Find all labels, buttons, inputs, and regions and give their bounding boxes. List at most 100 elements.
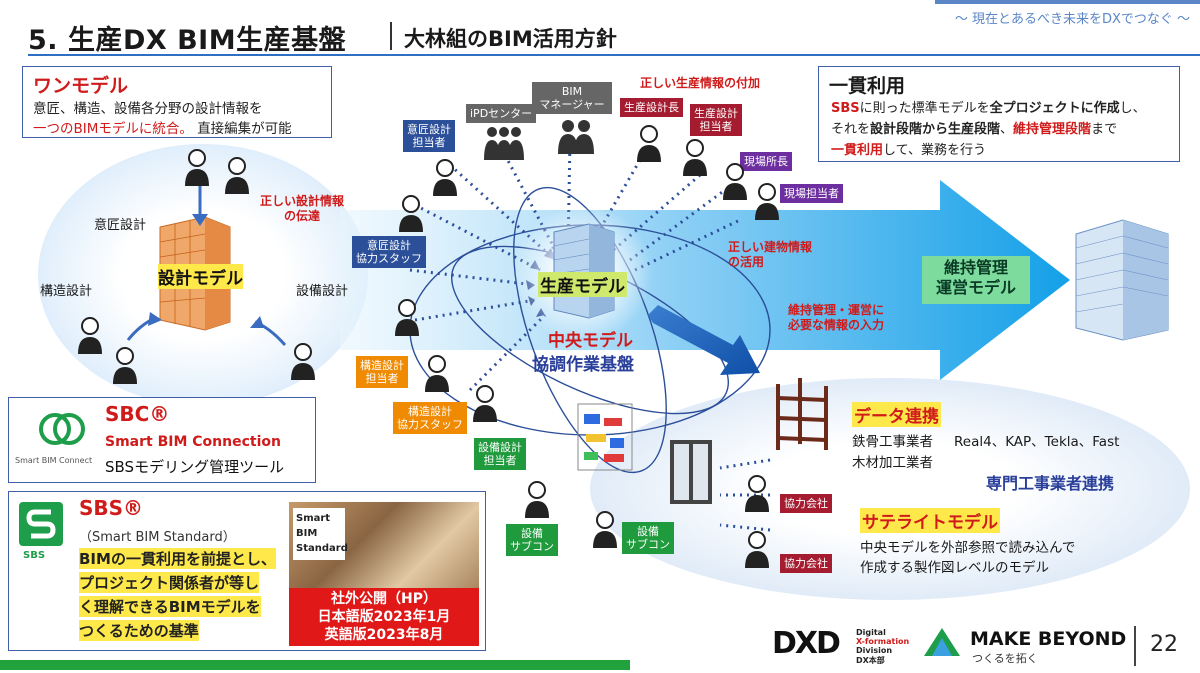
person-icon [593, 511, 617, 548]
steel-contractor-label: 鉄骨工事業者 [852, 434, 933, 450]
role-arch-lead: 意匠設計 担当者 [403, 120, 455, 153]
photo-text: Smart [296, 513, 331, 524]
dotted-connectors-right [629, 188, 741, 272]
role-arch-support: 意匠設計 協力スタッフ [352, 236, 426, 269]
footer-bar [0, 660, 630, 670]
page-number: 22 [1150, 632, 1178, 657]
make-beyond-logo-icon [924, 628, 960, 656]
maintenance-model-label: 維持管理 運営モデル [922, 256, 1030, 304]
arch-design-label: 意匠設計 [94, 218, 147, 233]
title-divider [390, 22, 392, 50]
release-line: 英語版2023年8月 [324, 627, 444, 644]
one-model-line1: 意匠、構造、設備各分野の設計情報を [33, 101, 263, 117]
building-info-note: 正しい建物情報 の活用 [728, 240, 813, 269]
dxd-line: Digital [856, 628, 886, 637]
sbs-desc-line1: BIMの一貫利用を前提とし、 [79, 548, 276, 569]
tagline-bar [935, 0, 1200, 4]
dxd-line: Division [856, 646, 893, 656]
design-info-note: 正しい設計情報 の伝達 [260, 194, 345, 223]
role-partner2: 協力会社 [780, 554, 832, 574]
role-partner1: 協力会社 [780, 494, 832, 514]
cu-text: まで [1091, 122, 1118, 137]
design-circle-arrows [126, 185, 287, 346]
dxd-line: DX本部 [856, 655, 885, 665]
role-prod-lead: 生産設計長 [620, 98, 683, 118]
group-icon [484, 127, 524, 160]
release-line: 社外公開（HP） [331, 591, 437, 607]
header-rule [28, 54, 1200, 56]
coordination-platform-label: 協調作業基盤 [532, 355, 634, 375]
cu-text: し、 [1119, 101, 1146, 116]
mep-design-label: 設備設計 [296, 284, 349, 299]
consistent-use-title: 一貫利用 [829, 75, 906, 97]
sbs-release-box: 社外公開（HP） 日本語版2023年1月 英語版2023年8月 [289, 588, 479, 646]
group-icon [558, 120, 594, 154]
page-divider [1134, 626, 1136, 666]
specialist-link-label: 専門工事業者連携 [986, 474, 1115, 493]
cu-text: して、業務を行う [883, 143, 986, 158]
maintenance-building-icon [1075, 219, 1169, 341]
person-icon [185, 149, 209, 186]
satellite-model-title: サテライトモデル [860, 508, 1000, 533]
dxd-line: X-formation [856, 637, 910, 647]
sbs-photo: Smart BIM Standard [289, 502, 479, 588]
person-icon [433, 159, 457, 196]
person-icon [78, 317, 102, 354]
sbc-description: SBSモデリング管理ツール [105, 458, 285, 476]
role-struct-support: 構造設計 協力スタッフ [393, 402, 467, 435]
page-title: 5. 生産DX BIM生産基盤 [28, 25, 347, 56]
person-icon [473, 385, 497, 422]
prod-info-note: 正しい生産情報の付加 [640, 76, 761, 90]
role-ipd-center: iPDセンター [466, 104, 537, 124]
satellite-desc-line2: 作成する製作図レベルのモデル [860, 560, 1049, 576]
cu-text-red: 一貫利用 [831, 143, 884, 158]
dxd-logo-text: DXD [772, 626, 841, 661]
person-icon [395, 299, 419, 336]
page-subtitle: 大林組のBIM活用方針 [404, 27, 617, 51]
steel-tools-label: Real4、KAP、Tekla、Fast [954, 434, 1120, 450]
tagline: ～ 現在とあるべき未来をDXでつなぐ ～ [954, 12, 1190, 27]
cu-text: それを [831, 122, 871, 137]
big-flow-arrow [340, 180, 1070, 380]
person-icon [291, 343, 315, 380]
role-bim-manager: BIM マネージャー [532, 82, 612, 115]
consistent-use-line3: 一貫利用して、業務を行う [831, 139, 986, 158]
one-model-title: ワンモデル [33, 75, 129, 97]
dotted-connectors-partners [719, 458, 771, 532]
consistent-use-box: 一貫利用 SBSに則った標準モデルを全プロジェクトに作成し、 それを設計段階から… [818, 66, 1180, 162]
person-icon [723, 163, 747, 200]
sbc-logo-text: Smart BIM Connect [15, 456, 93, 465]
steel-frame-icon [776, 378, 828, 450]
central-model-label: 中央モデル [548, 331, 633, 351]
struct-design-label: 構造設計 [40, 284, 93, 299]
make-beyond-text: MAKE BEYOND [970, 628, 1127, 650]
role-site-staff: 現場担当者 [780, 184, 843, 204]
role-mep-sub1: 設備 サブコン [506, 524, 558, 557]
production-model-label: 生産モデル [538, 272, 627, 297]
role-site-manager: 現場所長 [740, 152, 792, 172]
one-model-box: ワンモデル 意匠、構造、設備各分野の設計情報を 一つのBIMモデルに統合。 直接… [22, 66, 332, 138]
sbc-logo-icon [39, 413, 85, 445]
sbc-box: Smart BIM Connect SBC® Smart BIM Connect… [8, 397, 316, 483]
cu-text: 、 [1000, 122, 1014, 137]
sbs-desc-line4: つくるための基準 [79, 620, 199, 641]
role-mep-sub2: 設備 サブコン [622, 522, 674, 555]
maint-info-note: 維持管理・運営に 必要な情報の入力 [788, 303, 885, 332]
sbs-title: SBS® [79, 496, 144, 520]
person-icon [399, 195, 423, 232]
dxd-caption: Digital X-formation Division DX本部 [856, 628, 909, 665]
cu-text: に則った標準モデルを [859, 101, 990, 116]
door-model-icon [670, 440, 712, 504]
sbs-photo-caption: Smart BIM Standard [293, 508, 348, 560]
role-mep-lead: 設備設計 担当者 [474, 438, 526, 471]
sbs-box: SBS SBS® （Smart BIM Standard） BIMの一貫利用を前… [8, 491, 486, 651]
release-line: 日本語版2023年1月 [317, 609, 451, 626]
person-icon [683, 139, 707, 176]
person-icon [745, 475, 769, 512]
one-model-line2-rest: 直接編集が可能 [197, 121, 292, 137]
photo-text: BIM [296, 528, 318, 539]
sbs-logo-icon [19, 502, 63, 546]
sbs-ref: SBS [831, 101, 860, 116]
production-building-icon [553, 223, 615, 319]
sbc-name: Smart BIM Connection [105, 434, 281, 450]
